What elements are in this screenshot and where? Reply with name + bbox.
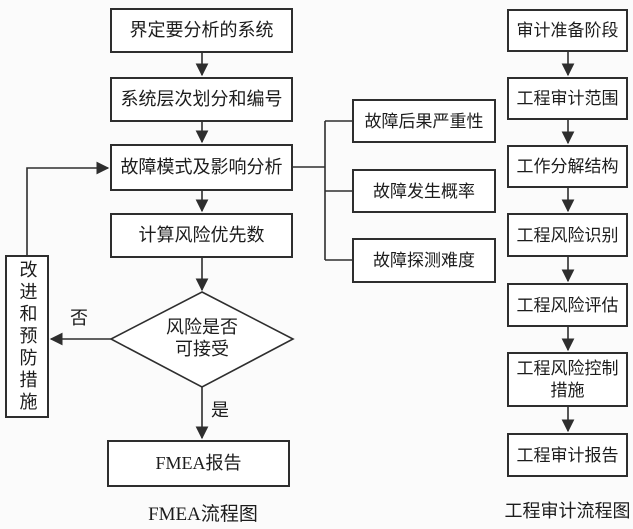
node-project-risk-assessment: 工程风险评估 — [507, 283, 628, 327]
node-project-risk-control-measures: 工程风险控制措施 — [507, 352, 628, 407]
node-system-hierarchy-numbering: 系统层次划分和编号 — [110, 77, 293, 122]
improvement-vertical-text: 改进和预防措施 — [17, 259, 38, 414]
node-calc-risk-priority-number: 计算风险优先数 — [110, 213, 293, 258]
decision-risk-acceptable: 风险是否 可接受 — [147, 316, 257, 360]
node-audit-report: 工程审计报告 — [507, 433, 628, 477]
node-audit-preparation-stage: 审计准备阶段 — [507, 9, 628, 52]
node-work-breakdown-structure: 工作分解结构 — [507, 145, 628, 188]
node-failure-occurrence-probability: 故障发生概率 — [352, 169, 496, 213]
caption-audit-flowchart: 工程审计流程图 — [504, 501, 631, 521]
node-failure-detection-difficulty: 故障探测难度 — [352, 238, 496, 283]
decision-text-line1: 风险是否 — [166, 317, 238, 337]
node-failure-severity: 故障后果严重性 — [352, 99, 496, 143]
node-improvement-prevention-measures: 改进和预防措施 — [5, 255, 49, 418]
decision-text-line2: 可接受 — [175, 339, 229, 359]
node-audit-scope: 工程审计范围 — [507, 77, 628, 120]
node-project-risk-identification: 工程风险识别 — [507, 213, 628, 257]
node-define-system: 界定要分析的系统 — [110, 8, 293, 53]
label-yes-branch: 是 — [211, 400, 229, 420]
label-no-branch: 否 — [70, 308, 88, 328]
node-failure-mode-effects-analysis: 故障模式及影响分析 — [110, 144, 293, 191]
caption-fmea-flowchart: FMEA流程图 — [148, 504, 258, 525]
node-fmea-report: FMEA报告 — [107, 440, 290, 487]
